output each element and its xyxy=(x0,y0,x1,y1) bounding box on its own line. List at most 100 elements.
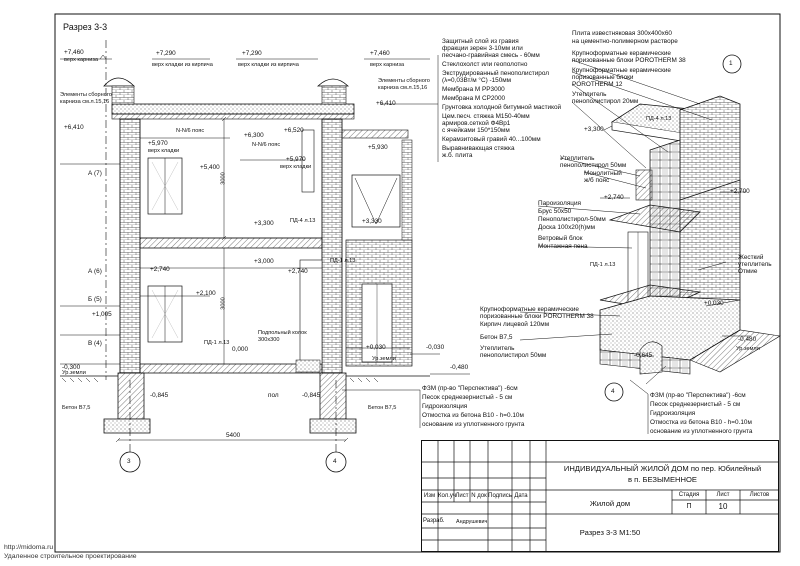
elevation-mark: -0,030 xyxy=(426,344,445,351)
floor-layer: Песок среднезернистый - 5 см xyxy=(650,401,741,408)
role-label: Разраб. xyxy=(423,518,445,524)
elevation-note: верх карниза xyxy=(370,62,405,68)
lintel-note: ПД-4 л.13 xyxy=(290,218,316,224)
detail-note: Ветровый блок xyxy=(538,235,583,242)
cornice-note: Элементы сборного карниза см.л.15,16 xyxy=(60,92,112,105)
elevation-mark: +6,300 xyxy=(244,132,264,139)
floor-layer: основание из уплотненного грунта xyxy=(422,421,525,428)
detail-note: Пароизоляция xyxy=(538,200,581,207)
elevation-note: верх кладки из кирпича xyxy=(238,62,299,68)
roof-layer: Защитный слой из гравия xyxy=(442,38,519,45)
col-header: Подпись xyxy=(488,493,512,499)
detail-note: Доска 100х20(h)мм xyxy=(538,224,595,231)
elevation-mark: -0,645 xyxy=(634,352,653,359)
axis-label: А (6) xyxy=(88,268,102,275)
detail-note: Жесткий xyxy=(738,254,764,261)
detail-note: Отмие xyxy=(738,268,758,275)
elevation-mark: -0,300 xyxy=(62,364,81,371)
detail-note: Крупноформатные керамические xyxy=(480,306,579,313)
floor-layer: Гидроизоляция xyxy=(422,403,468,410)
elevation-mark: +6,410 xyxy=(376,100,396,107)
elevation-mark: +2,100 xyxy=(196,290,216,297)
roof-layer: Грунтовка холодной битумной мастикой xyxy=(442,104,562,111)
footer-url: http://midoma.ru xyxy=(4,544,54,551)
roof-layer: Стеклохолст или геополотно xyxy=(442,61,528,68)
roof-layer: фракции зерен 3-10мм или xyxy=(442,45,523,52)
detail-note: Утеплитель xyxy=(480,345,515,352)
elevation-mark: +5,400 xyxy=(200,164,220,171)
dimension-height: 3000 xyxy=(220,297,227,310)
elevation-mark: +7,290 xyxy=(242,50,262,57)
detail-marker-1: 1 xyxy=(729,60,733,67)
elevation-note: верх кладки xyxy=(280,164,312,170)
elevation-mark: +0,030 xyxy=(704,300,724,307)
floor-layer: Отмостка из бетона В10 - h=0.10м xyxy=(650,419,752,426)
roof-layer: Цем.песч. стяжка М150-40мм xyxy=(442,113,530,120)
axis-label: В (4) xyxy=(88,340,102,347)
axis-label: Б (5) xyxy=(88,296,102,303)
roof-layer: Мембрана М СР2000 xyxy=(442,95,506,102)
elevation-mark: +2,700 xyxy=(730,188,750,195)
author-name: Андрушевич xyxy=(456,519,488,525)
elevation-mark: +3,330 xyxy=(362,218,382,225)
detail-note: ж/б пояс xyxy=(584,177,610,184)
drawing-name: Разрез 3-3 М1:50 xyxy=(579,528,641,537)
lintel-note: ПД-1 л.13 xyxy=(590,262,616,268)
detail-node-1 xyxy=(519,54,781,402)
roof-layers: Защитный слой из гравия фракции зерен 3-… xyxy=(442,38,561,159)
floor-layer: Песок среднезернистый - 5 см xyxy=(422,394,513,401)
elevation-note: верх кладки xyxy=(148,148,180,154)
footer-caption: Удаленное строительное проектирование xyxy=(4,553,137,560)
detail-note: пенополистирол 50мм xyxy=(480,352,547,359)
elevation-mark: +2,740 xyxy=(288,268,308,275)
col-header: Изм xyxy=(423,493,436,499)
sheet-frame xyxy=(54,13,781,553)
ground-level: Ур.земли xyxy=(62,370,86,376)
floor-layer: ФЗМ (пр-во "Перспектива") -6см xyxy=(422,385,518,392)
elevation-mark: -0,480 xyxy=(738,336,757,343)
detail-note: поризованные блоки POROTHERM 38 xyxy=(480,313,594,320)
stage-header: Стадия xyxy=(678,492,700,498)
detail-note: поризованные блоки POROTHERM 38 xyxy=(572,57,686,64)
roof-layer: Экструдированный пенополистирол xyxy=(442,70,549,77)
floor-layers-right: ФЗМ (пр-во "Перспектива") -6см Песок сре… xyxy=(650,392,752,435)
roof-layer: песчано-гравийная смесь - 60мм xyxy=(442,52,540,59)
detail-note: Плита известняковая 300х400х60 xyxy=(572,30,672,37)
elevation-mark: +2,740 xyxy=(604,194,624,201)
floor-layer: Отмостка из бетона В10 - h=0.10м xyxy=(422,412,524,419)
roof-layer: Керамзитовый гравий 40...100мм xyxy=(442,136,541,143)
detail-note: Монтажная пена xyxy=(538,243,588,250)
elevation-mark: +5,930 xyxy=(368,144,388,151)
ground-level: Ур.земли xyxy=(372,356,396,362)
belt-note: N-N/6 пояс xyxy=(176,128,205,134)
building-name: Жилой дом xyxy=(589,499,631,508)
col-header: Лист xyxy=(455,493,469,499)
project-location: в п. БЕЗЫМЕННОЕ xyxy=(628,475,697,484)
floor-layer: ФЗМ (пр-во "Перспектива") -6см xyxy=(650,392,746,399)
axis-label: А (7) xyxy=(88,170,102,177)
sheet-value: 10 xyxy=(718,502,728,511)
elevation-mark: +7,460 xyxy=(64,49,84,56)
title-block xyxy=(421,440,779,552)
dimension-width: 5400 xyxy=(226,432,241,439)
elevation-mark: -0,480 xyxy=(450,364,469,371)
detail-note: поризованные блоки xyxy=(572,74,634,81)
floor-layer: основание из уплотненного грунта xyxy=(650,428,753,435)
elevation-mark: +7,460 xyxy=(370,50,390,57)
elevation-mark: пол xyxy=(268,392,279,399)
roof-layer: с ячейками 150*150мм xyxy=(442,127,510,134)
subfloor-note: Подпольный колок 300х300 xyxy=(258,330,307,343)
detail-note: Крупноформатные керамические xyxy=(572,67,671,74)
detail-note: на цементно-полимерном растворе xyxy=(572,38,678,45)
ground-level: Ур.земли xyxy=(736,346,760,352)
elevation-mark: -0,845 xyxy=(302,392,321,399)
roof-layer: Выравнивающая стяжка xyxy=(442,145,515,152)
sheet-header: Лист xyxy=(716,492,730,498)
dimension-height: 3000 xyxy=(220,172,227,185)
detail-note: Брус 50х50 xyxy=(538,208,572,215)
elevation-note: верх карниза xyxy=(64,57,99,63)
lintel-note: ПД-1 л.13 xyxy=(204,340,230,346)
col-header: N док xyxy=(471,493,487,499)
roof-layer: (λ=0,03Вт/м °С) -150мм xyxy=(442,77,512,84)
